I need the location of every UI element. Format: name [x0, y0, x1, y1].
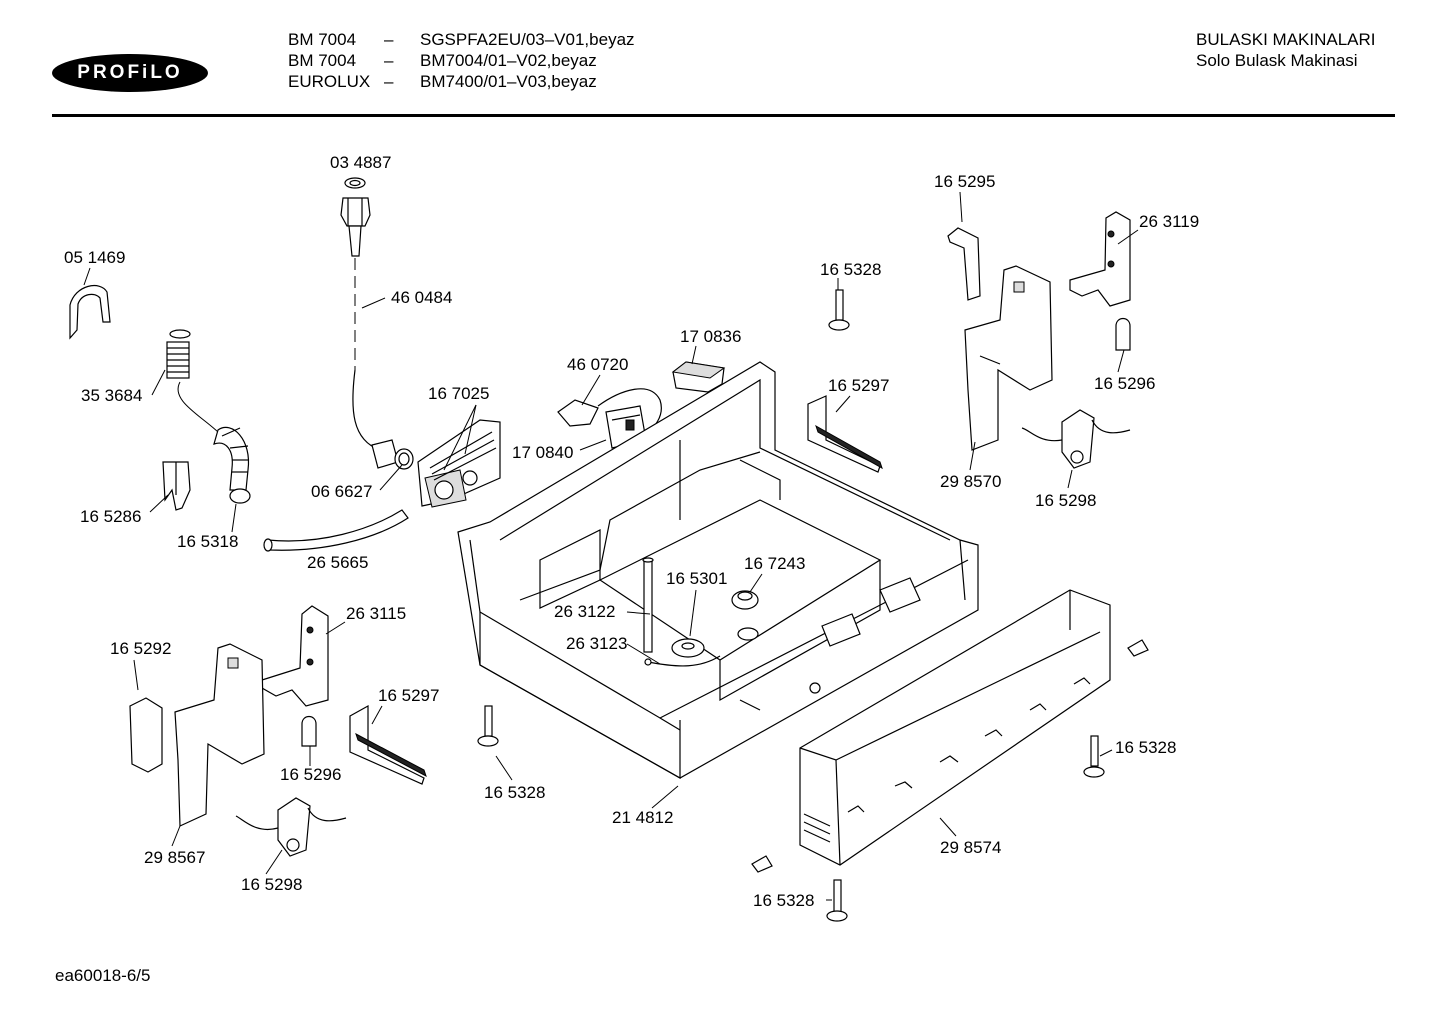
part-label: 46 0484: [391, 288, 452, 307]
hinge-cover-part-right: [947, 227, 981, 301]
part-label: 16 5286: [80, 507, 141, 526]
part-label: 26 3119: [1139, 212, 1199, 231]
screw-part-bottom: [826, 879, 848, 922]
part-label: 16 5296: [1094, 374, 1155, 393]
hinge-bracket-part-right: [1069, 211, 1131, 307]
hinge-wheel-part-left: [235, 797, 347, 857]
part-label: 06 6627: [311, 482, 372, 501]
screw-part-upper: [828, 289, 850, 331]
model-dash: –: [384, 30, 394, 49]
part-label: 29 8570: [940, 472, 1001, 491]
corrugated-hose-part: [177, 381, 251, 504]
tub-seal-part: [731, 590, 759, 641]
part-label: 21 4812: [612, 808, 673, 827]
spring-part-upper: [807, 395, 883, 473]
part-label: 16 5328: [753, 891, 814, 910]
model-name: EUROLUX: [288, 72, 371, 91]
part-label: 35 3684: [81, 386, 142, 405]
part-label: 16 5328: [1115, 738, 1176, 757]
part-label: 16 5297: [828, 376, 889, 395]
washer-ring-part: [344, 177, 366, 189]
part-label: 16 5298: [241, 875, 302, 894]
front-panel-part: [799, 589, 1111, 866]
part-label: 16 5298: [1035, 491, 1096, 510]
part-label: 26 3122: [554, 602, 615, 621]
category-title: BULASKI MAKINALARI: [1196, 30, 1376, 49]
part-label: 16 5297: [378, 686, 439, 705]
model-dashes: – – –: [384, 29, 393, 92]
model-code: BM7400/01–V03,beyaz: [420, 72, 597, 91]
part-label: 03 4887: [330, 153, 391, 172]
category-subtitle: Solo Bulask Makinasi: [1196, 51, 1358, 70]
hinge-clip-part-right: [1115, 317, 1131, 351]
hinge-plate-part-right: [964, 265, 1053, 451]
part-label: 05 1469: [64, 248, 125, 267]
part-label: 16 5301: [666, 569, 727, 588]
part-label: 29 8574: [940, 838, 1001, 857]
model-code: BM7004/01–V02,beyaz: [420, 51, 597, 70]
drain-bracket-part: [162, 461, 191, 511]
inlet-valve-part: [417, 419, 501, 508]
drain-spring-part: [166, 329, 191, 379]
screw-part-right: [1083, 735, 1105, 778]
leader-lines: [83, 191, 1139, 901]
spring-part-lower: [349, 704, 427, 785]
header-divider: [52, 114, 1395, 117]
model-dash: –: [384, 51, 394, 70]
model-dash: –: [384, 72, 394, 91]
hinge-bracket-part-left: [261, 605, 329, 707]
float-rod-part: [642, 557, 654, 653]
hinge-plate-part-left: [174, 643, 265, 827]
base-tub-part: [457, 361, 979, 780]
part-label: 16 7025: [428, 384, 489, 403]
small-screw-part: [751, 639, 1149, 873]
part-labels: 03 4887 46 0484 05 1469 35 3684 16 5286 …: [64, 153, 1199, 910]
hose-nut-part: [340, 197, 371, 257]
brand-text: PROFiLO: [77, 62, 183, 83]
category-block: BULASKI MAKINALARI Solo Bulask Makinasi: [1196, 29, 1376, 71]
part-label: 16 5328: [484, 783, 545, 802]
part-label: 17 0840: [512, 443, 573, 462]
part-label: 46 0720: [567, 355, 628, 374]
profilo-logo: PROFiLO: [52, 54, 208, 92]
part-label: 16 5318: [177, 532, 238, 551]
hinge-clip-part-left: [301, 715, 317, 747]
model-code: SGSPFA2EU/03–V01,beyaz: [420, 30, 635, 49]
part-label: 16 5292: [110, 639, 171, 658]
model-name: BM 7004: [288, 51, 357, 70]
hose-clip-part: [69, 284, 111, 340]
model-names: BM 7004 BM 7004 EUROLUX: [288, 29, 370, 92]
model-codes: SGSPFA2EU/03–V01,beyaz BM7004/01–V02,bey…: [420, 29, 635, 92]
part-label: 16 5296: [280, 765, 341, 784]
part-label: 17 0836: [680, 327, 741, 346]
screw-part-lower-left: [477, 705, 499, 747]
drain-hose-part: [263, 509, 409, 552]
inlet-hose-part: [352, 258, 414, 470]
hinge-wheel-part-right: [1021, 409, 1131, 469]
hinge-cover-part-left: [129, 697, 163, 773]
drawing-id: ea60018-6/5: [55, 966, 151, 985]
float-cap-part: [671, 638, 705, 658]
part-label: 26 5665: [307, 553, 368, 572]
part-label: 16 7243: [744, 554, 805, 573]
part-label: 16 5328: [820, 260, 881, 279]
tub-connector-part: [821, 577, 921, 647]
part-label: 16 5295: [934, 172, 995, 191]
part-label: 26 3115: [346, 604, 406, 623]
float-lever-part: [644, 655, 721, 667]
model-name: BM 7004: [288, 30, 357, 49]
part-label: 29 8567: [144, 848, 205, 867]
part-label: 26 3123: [566, 634, 627, 653]
